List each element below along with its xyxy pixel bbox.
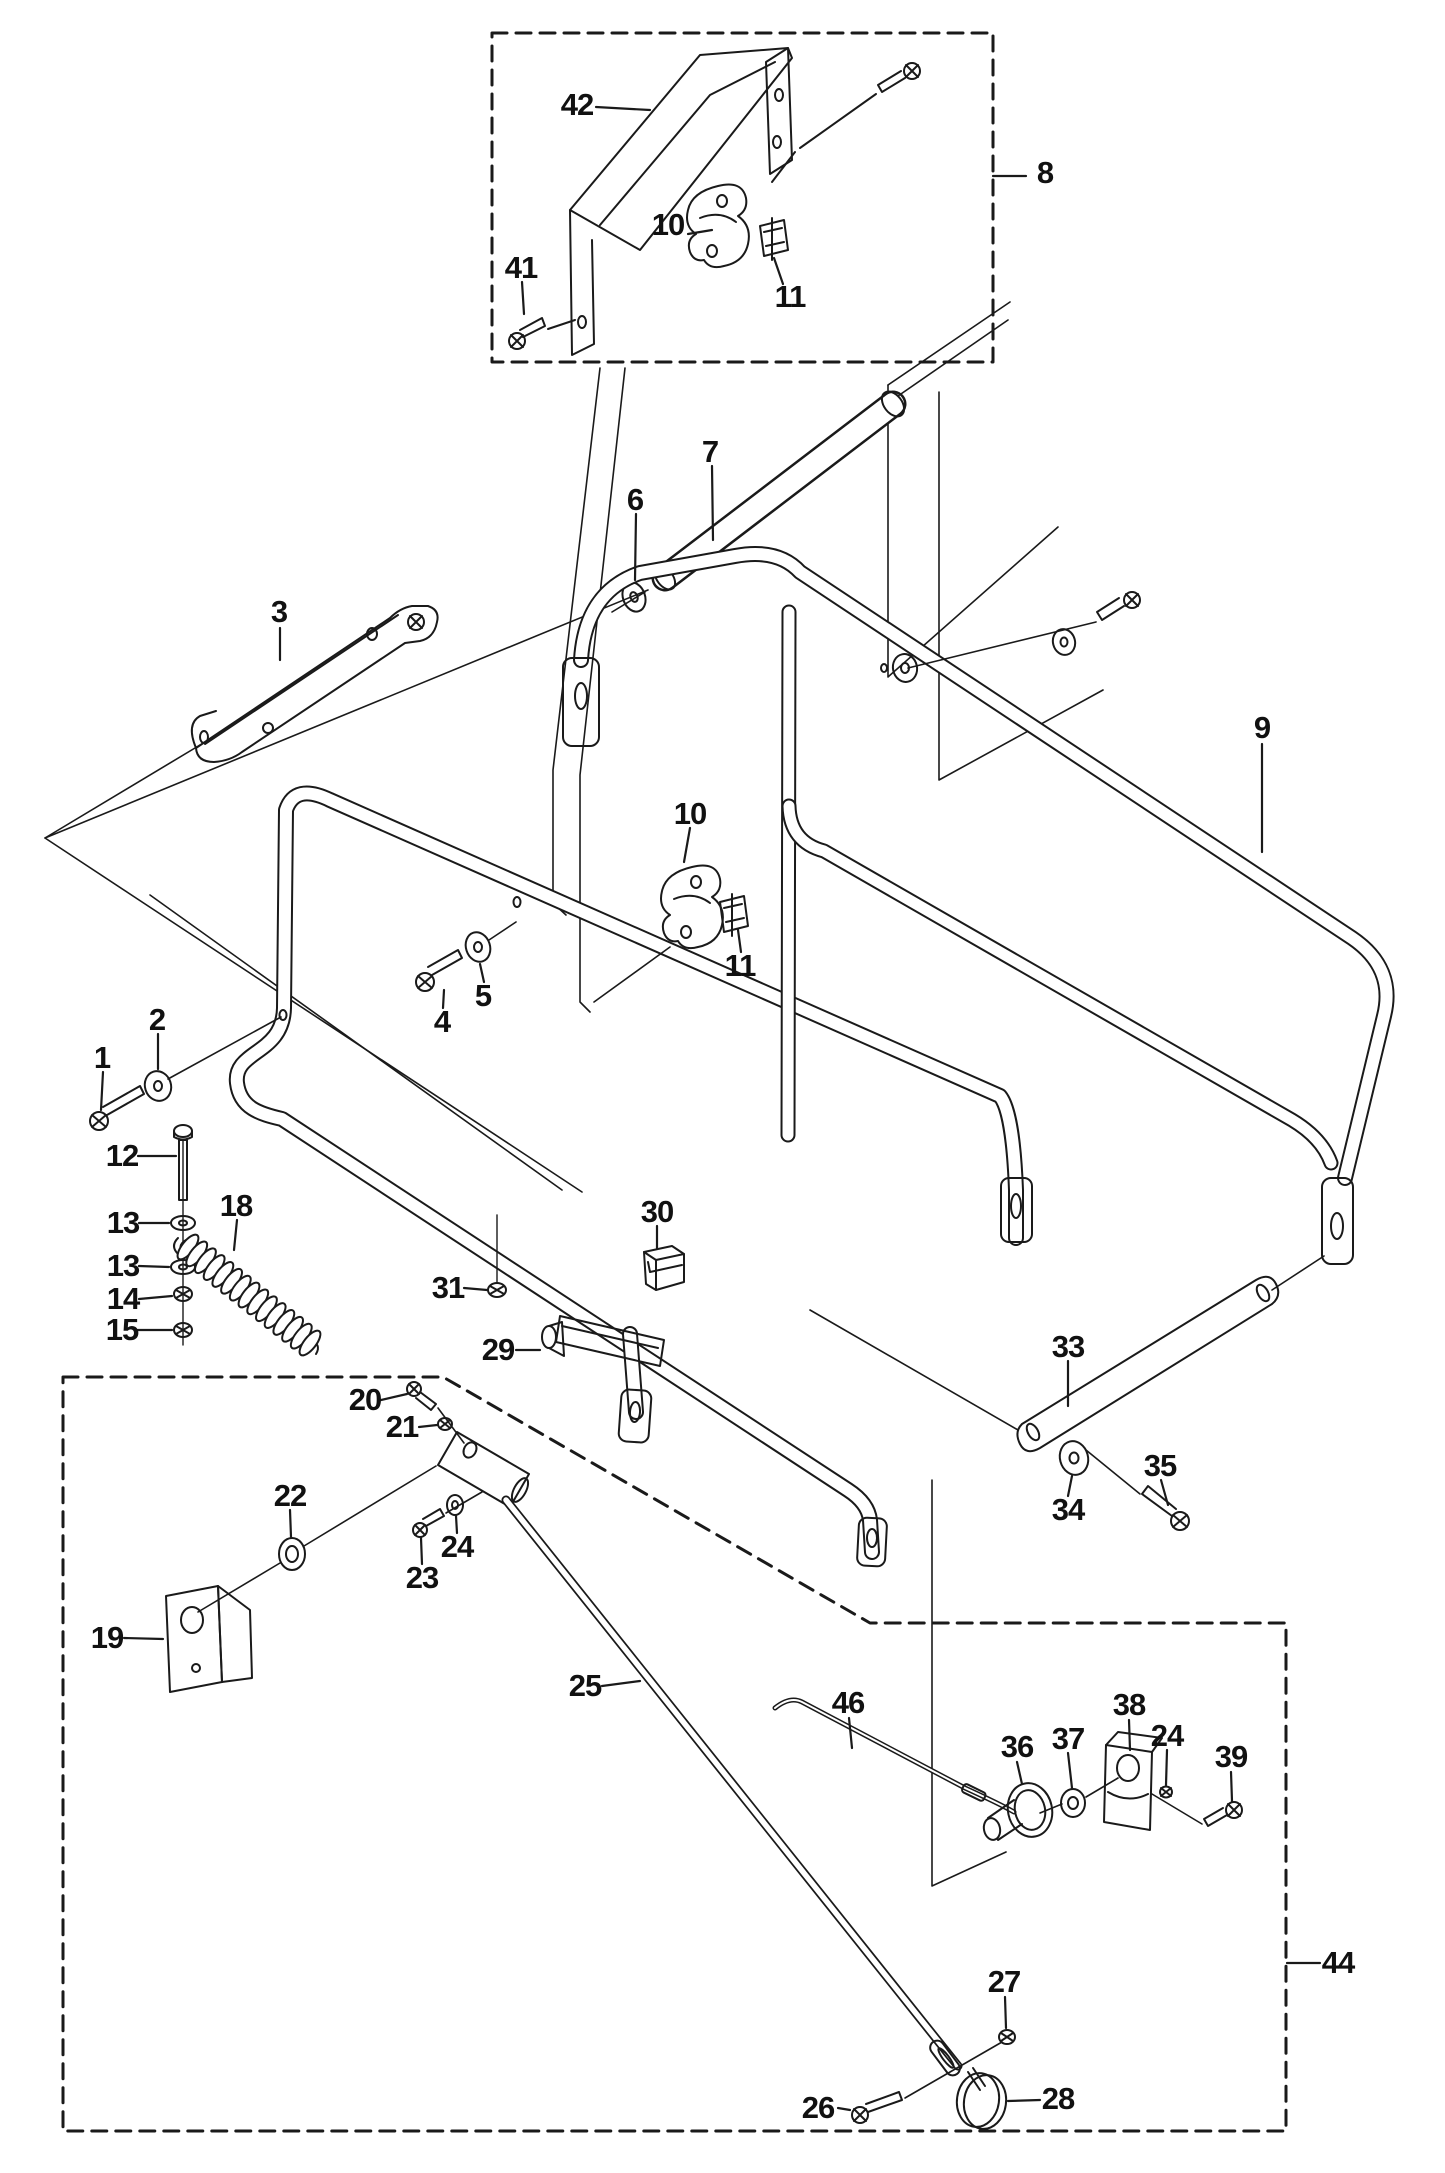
knob-36 — [982, 1779, 1062, 1841]
group-box-8 — [492, 33, 993, 362]
callout-41: 41 — [504, 250, 538, 285]
bolt-39 — [1152, 1794, 1242, 1826]
lower-handle-frame — [237, 793, 1032, 1566]
callout-11b: 11 — [724, 948, 757, 983]
callout-23: 23 — [405, 1560, 439, 1595]
callout-9: 9 — [1253, 710, 1271, 745]
pivot-block — [438, 1432, 531, 1507]
latch-29 — [542, 1316, 664, 1366]
callout-39: 39 — [1214, 1739, 1248, 1774]
callout-8: 8 — [1036, 155, 1054, 190]
clip-30 — [644, 1246, 684, 1290]
perspective-plane-lines — [45, 302, 1103, 1886]
callout-20: 20 — [348, 1382, 382, 1417]
callout-37: 37 — [1051, 1721, 1085, 1756]
callout-33: 33 — [1051, 1329, 1085, 1364]
spring-18 — [174, 1232, 324, 1359]
callout-15: 15 — [105, 1312, 139, 1347]
callout-19: 19 — [90, 1620, 124, 1655]
grip-tube-7 — [651, 320, 1008, 593]
callout-44: 44 — [1321, 1945, 1355, 1980]
callout-35: 35 — [1143, 1448, 1177, 1483]
spacer-34 — [1056, 1438, 1140, 1494]
callout-22: 22 — [273, 1478, 307, 1513]
callout-18: 18 — [219, 1188, 253, 1223]
washer-24a — [447, 1495, 463, 1515]
callout-27: 27 — [987, 1964, 1021, 1999]
callout-5: 5 — [474, 978, 492, 1013]
nut-24b — [1160, 1787, 1172, 1798]
callout-2: 2 — [148, 1002, 166, 1037]
clamp-axis — [594, 947, 670, 1002]
cable-46 — [775, 1700, 1014, 1812]
callout-34: 34 — [1051, 1492, 1085, 1527]
rail-bolt-washers — [881, 592, 1140, 684]
callout-31: 31 — [431, 1270, 465, 1305]
callout-10a: 10 — [651, 207, 685, 242]
nut-27 — [999, 2030, 1015, 2044]
washer-2 — [141, 1017, 281, 1104]
callout-29: 29 — [481, 1332, 515, 1367]
disc-28 — [953, 2068, 1009, 2132]
bracket-38 — [1104, 1732, 1162, 1830]
callout-6: 6 — [626, 482, 644, 517]
bolt-41 — [509, 318, 575, 349]
callout-3: 3 — [270, 594, 288, 629]
callout-46: 46 — [831, 1685, 865, 1720]
washer-5 — [462, 922, 516, 965]
clip-nut-11 — [760, 218, 788, 260]
callout-42: 42 — [560, 87, 594, 122]
bracket-19 — [166, 1586, 252, 1692]
bolt-8-top — [772, 63, 920, 182]
callout-13a: 13 — [106, 1205, 140, 1240]
bracket-42 — [570, 48, 792, 355]
callout-30: 30 — [640, 1194, 674, 1229]
callout-24b: 24 — [1150, 1718, 1184, 1753]
callout-14: 14 — [106, 1281, 140, 1316]
callout-25: 25 — [568, 1668, 602, 1703]
bolt-1 — [90, 1086, 144, 1130]
callout-21: 21 — [385, 1409, 419, 1444]
callout-36: 36 — [1000, 1729, 1034, 1764]
strap-33 — [810, 1256, 1324, 1451]
callout-7: 7 — [701, 434, 719, 469]
callout-26: 26 — [801, 2090, 835, 2125]
callout-13b: 13 — [106, 1248, 140, 1283]
rod-25 — [506, 1500, 963, 2078]
bolt-26 — [852, 2042, 1002, 2123]
callout-28: 28 — [1041, 2081, 1075, 2116]
upper-handle-frame-9 — [563, 554, 1387, 1264]
callout-11a: 11 — [774, 279, 807, 314]
clamp-10 — [687, 185, 749, 268]
callout-12: 12 — [105, 1138, 139, 1173]
callout-24a: 24 — [440, 1529, 474, 1564]
bracket-3 — [192, 606, 438, 762]
bolt-4 — [416, 950, 462, 991]
callout-38: 38 — [1112, 1687, 1146, 1722]
leader-lines — [101, 107, 1320, 2110]
bolt-23 — [413, 1492, 482, 1537]
bolt-35 — [1142, 1486, 1189, 1530]
callout-1: 1 — [93, 1040, 111, 1075]
callout-10b: 10 — [673, 796, 707, 831]
nut-21 — [438, 1418, 452, 1430]
group-box-44 — [63, 1377, 1286, 2131]
callout-4: 4 — [433, 1004, 451, 1039]
grommet-37 — [1061, 1778, 1118, 1817]
bushing-22 — [198, 1466, 436, 1612]
